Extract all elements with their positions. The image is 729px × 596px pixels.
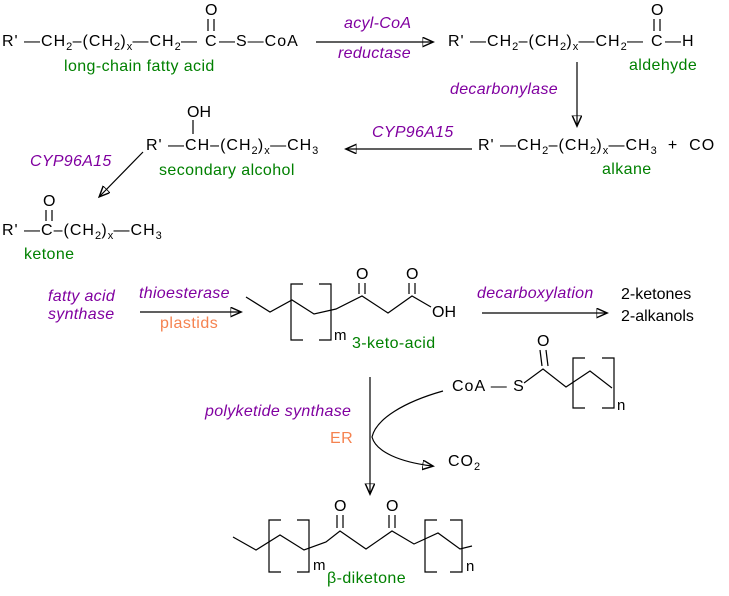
acyl-coa-carbonyl-carbon: C [205, 33, 218, 50]
diketone-oxygen-1: O [334, 498, 347, 515]
location-plastids: plastids [160, 315, 219, 332]
label-ketone: ketone [24, 246, 75, 263]
ketone-carbonyl-double-bond [45, 210, 53, 221]
enzyme-fatty-acid-synthase-line2: synthase [48, 306, 115, 323]
diketone-oxygen-2: O [386, 498, 399, 515]
label-long-chain-fatty-acid: long-chain fatty acid [64, 58, 215, 75]
keto-acid-oxygen-2: O [406, 266, 419, 283]
acyl-coa-carbonyl-oxygen: O [205, 2, 218, 19]
keto-acid-repeat-m: m [334, 327, 347, 344]
diketone-repeat-n: n [466, 558, 475, 575]
label-3-keto-acid: 3-keto-acid [352, 335, 436, 352]
acyl-coa-carbonyl-double-bond [207, 19, 215, 31]
keto-acid-hydroxyl: OH [432, 304, 456, 321]
label-beta-diketone: β-diketone [327, 570, 407, 587]
label-aldehyde: aldehyde [629, 57, 698, 74]
product-2-alkanols: 2-alkanols [621, 308, 694, 325]
arrow-cyp96a15-oxidation [100, 151, 144, 196]
enzyme-fatty-acid-synthase-line1: fatty acid [48, 288, 116, 305]
product-2-ketones: 2-ketones [621, 286, 692, 303]
coa-thioester-formula: CoA — S [452, 378, 525, 395]
alkane-formula: R' —CH2–(CH2)x—CH3 + CO [478, 137, 716, 157]
acyl-coa-chain-formula: R' —CH2–(CH2)x—CH2— [2, 33, 199, 53]
arrow-coa-co2-curve [371, 390, 444, 466]
location-er: ER [330, 430, 354, 447]
coa-thioester-oxygen: O [537, 333, 550, 350]
enzyme-acyl-coa-reductase-line2: reductase [338, 45, 411, 62]
enzyme-decarbonylase: decarbonylase [450, 81, 558, 98]
secondary-alcohol-hydroxyl: OH [187, 104, 211, 121]
enzyme-cyp96a15-hydroxylation: CYP96A15 [372, 124, 454, 141]
keto-acid-skeleton [245, 283, 432, 341]
diketone-repeat-m: m [313, 557, 326, 574]
enzyme-acyl-coa-reductase-line1: acyl-CoA [344, 15, 412, 32]
coa-thioester-skeleton [523, 349, 615, 409]
aldehyde-carbonyl-double-bond [653, 19, 661, 31]
label-secondary-alcohol: secondary alcohol [159, 162, 295, 179]
enzyme-polyketide-synthase: polyketide synthase [205, 403, 352, 420]
aldehyde-carbonyl-carbon: C [651, 33, 664, 50]
beta-diketone-skeleton [232, 515, 473, 573]
enzyme-thioesterase: thioesterase [139, 285, 230, 302]
label-alkane: alkane [602, 161, 652, 178]
secondary-alcohol-formula: R' —CH–(CH2)x—CH3 [146, 137, 319, 157]
aldehyde-chain-formula: R' —CH2–(CH2)x—CH2— [448, 33, 645, 53]
acyl-coa-thioester-group: —S—CoA [219, 33, 299, 50]
keto-acid-oxygen-1: O [356, 266, 369, 283]
aldehyde-h-group: —H [665, 33, 695, 50]
byproduct-co2: CO2 [448, 453, 481, 473]
ketone-carbonyl-oxygen: O [43, 193, 56, 210]
enzyme-cyp96a15-oxidation: CYP96A15 [30, 153, 112, 170]
enzyme-decarboxylation: decarboxylation [477, 285, 594, 302]
coa-thioester-repeat-n: n [617, 397, 626, 414]
ketone-formula: R' —C–(CH2)x—CH3 [2, 222, 163, 242]
aldehyde-carbonyl-oxygen: O [651, 2, 664, 19]
